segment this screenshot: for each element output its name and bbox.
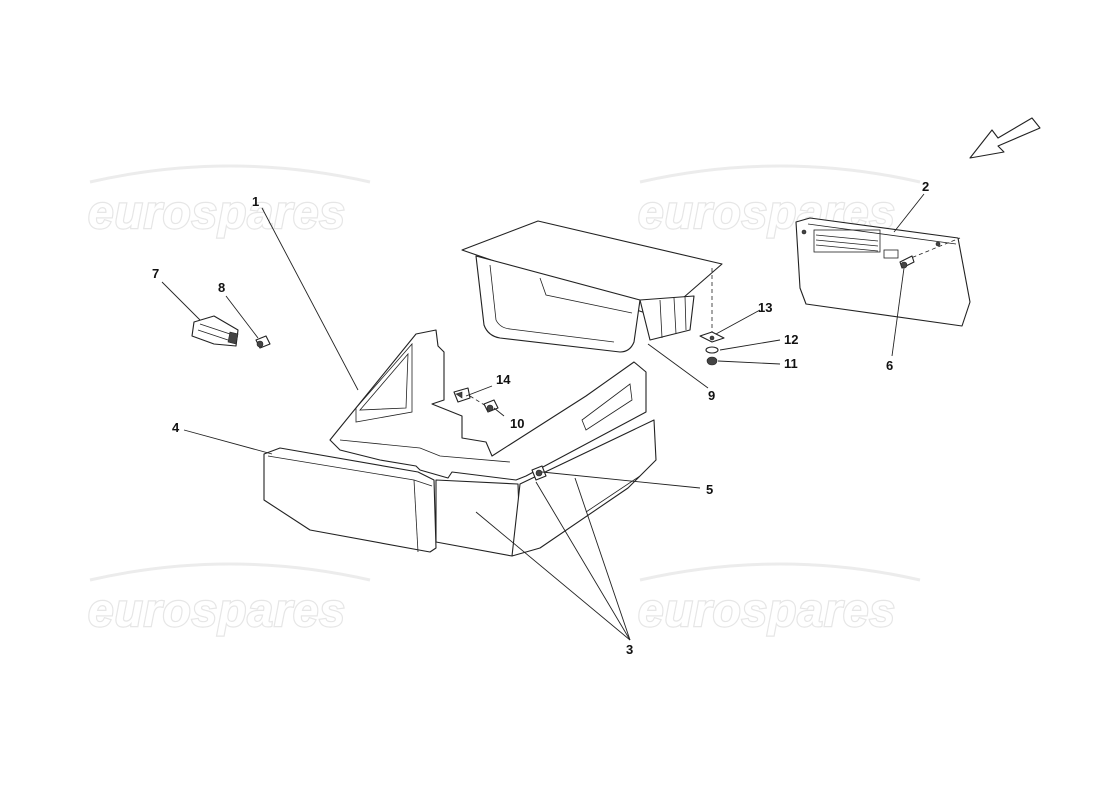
part-5-fastener bbox=[531, 465, 547, 481]
callout-9: 9 bbox=[708, 388, 715, 403]
watermark-text: eurospares bbox=[88, 584, 346, 636]
part-8-bulb bbox=[255, 335, 271, 349]
part-1-frame bbox=[329, 329, 647, 481]
callout-4: 4 bbox=[172, 420, 180, 435]
callout-labels: 1 2 3 4 5 6 7 8 9 10 11 12 13 14 bbox=[152, 179, 929, 657]
callout-8: 8 bbox=[218, 280, 225, 295]
part-4-front-cover bbox=[263, 447, 437, 553]
part-11-nut bbox=[706, 356, 718, 366]
part-3-lower-body bbox=[435, 419, 657, 557]
callout-14: 14 bbox=[496, 372, 511, 387]
callout-10: 10 bbox=[510, 416, 524, 431]
callout-2: 2 bbox=[922, 179, 929, 194]
watermark-bottom-right: eurospares bbox=[637, 562, 921, 637]
watermark-text: eurospares bbox=[88, 186, 346, 238]
watermark-text: eurospares bbox=[638, 584, 896, 636]
watermark-top-left: eurospares bbox=[87, 164, 371, 239]
callout-3: 3 bbox=[626, 642, 633, 657]
part-13-bracket bbox=[699, 268, 725, 343]
callout-7: 7 bbox=[152, 266, 159, 281]
watermark-bottom-left: eurospares bbox=[87, 562, 371, 637]
callout-6: 6 bbox=[886, 358, 893, 373]
part-14-clip bbox=[453, 387, 471, 403]
callout-1: 1 bbox=[252, 194, 259, 209]
part-7-light-unit bbox=[191, 315, 239, 347]
part-6-screw bbox=[899, 255, 915, 269]
callout-11: 11 bbox=[784, 356, 798, 371]
part-2-panel bbox=[795, 217, 971, 327]
watermark-text: eurospares bbox=[638, 186, 896, 238]
watermark-top-right: eurospares bbox=[637, 164, 921, 239]
leader-lines bbox=[161, 193, 925, 641]
part-10-screw bbox=[469, 395, 499, 413]
part-12-washer bbox=[705, 346, 719, 354]
direction-arrow-icon bbox=[969, 117, 1041, 159]
callout-13: 13 bbox=[758, 300, 772, 315]
callout-12: 12 bbox=[784, 332, 798, 347]
part-9-trunk-tub bbox=[461, 220, 723, 353]
callout-5: 5 bbox=[706, 482, 713, 497]
